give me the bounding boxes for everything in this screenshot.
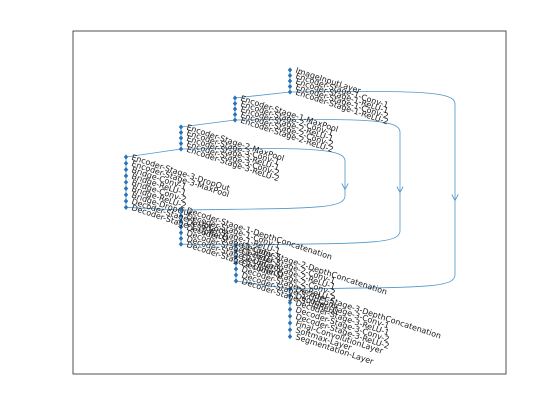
node-decoder-stage-3-conv-2 [287,306,293,312]
node-decoder-stage-1-depthconcatenation [178,207,184,213]
skip-edge-c0-to-c6 [289,90,456,290]
node-encoder-stage-1-conv-2 [287,83,293,90]
node-bridge-dropout [123,192,129,198]
skip-arrow-c0 [451,194,459,202]
node-encoder-stage-2-relu-1 [232,106,238,112]
skip-arrow-c2 [341,183,349,191]
edge-c2-to-c3 [125,148,182,158]
node-decoder-stage-3-relu-2 [287,313,293,319]
node-decoder-stage-1-relu-1 [178,218,184,224]
node-decoder-stage-2-relu-2 [233,266,239,272]
node-decoder-stage-3-upconv [233,272,239,278]
node-encoder-stage-1-conv-1 [287,72,293,79]
node-encoder-stage-2-conv-1 [232,100,238,107]
skip-arrow-c1 [396,186,404,194]
node-decoder-stage-2-depthconcatenation [233,242,239,248]
node-decoder-stage-2-conv-1 [233,248,239,254]
node-decoder-stage-3-uprelu [233,278,239,284]
node-encoder-stage-3-conv-2 [178,140,184,147]
node-decoder-stage-1-upconv [123,198,129,204]
node-bridge-conv-1 [123,167,129,173]
node-imageinputlayer [287,67,293,73]
node-decoder-stage-1-uprelu [123,204,129,210]
node-bridge-relu-2 [123,185,129,192]
node-encoder-stage-3-conv-1 [178,129,184,136]
node-decoder-stage-1-conv-2 [178,224,184,230]
node-encoder-stage-1-maxpool [232,95,238,101]
node-decoder-stage-3-relu-1 [287,300,293,306]
node-encoder-stage-2-relu-2 [232,117,238,123]
node-softmax-layer [287,327,293,333]
node-bridge-relu-1 [123,173,129,179]
node-decoder-stage-2-conv-2 [233,260,239,266]
node-encoder-stage-2-maxpool [178,124,184,130]
edge-c0-to-c1 [234,91,291,99]
node-decoder-stage-1-conv-1 [178,213,184,219]
node-decoder-stage-2-upconv [178,235,184,242]
skip-edge-c2-to-c4 [180,147,346,211]
node-encoder-stage-2-conv-2 [232,111,238,118]
node-encoder-stage-3-relu-2 [178,146,184,152]
node-decoder-stage-3-depthconcatenation [287,286,293,292]
node-bridge-conv-2 [123,179,129,185]
edge-c1-to-c2 [180,119,236,128]
node-decoder-stage-3-conv-1 [287,293,293,299]
node-encoder-stage-3-maxpool [123,160,129,166]
node-encoder-stage-1-relu-1 [287,78,293,84]
node-final-convolutionlayer [287,320,293,326]
skip-edge-c1-to-c5 [234,118,401,246]
edge-c3-to-c4 [125,207,182,211]
node-decoder-stage-1-relu-2 [178,230,184,236]
node-segmentation-layer [287,334,293,340]
edge-c5-to-c6 [235,280,291,290]
node-decoder-stage-2-relu-1 [233,254,239,260]
node-encoder-stage-1-relu-2 [287,89,293,95]
edge-c4-to-c5 [180,243,237,246]
node-layer [123,67,293,340]
node-decoder-stage-2-uprelu [178,241,184,247]
node-encoder-stage-3-dropout [123,154,129,160]
node-encoder-stage-3-relu-1 [178,135,184,141]
